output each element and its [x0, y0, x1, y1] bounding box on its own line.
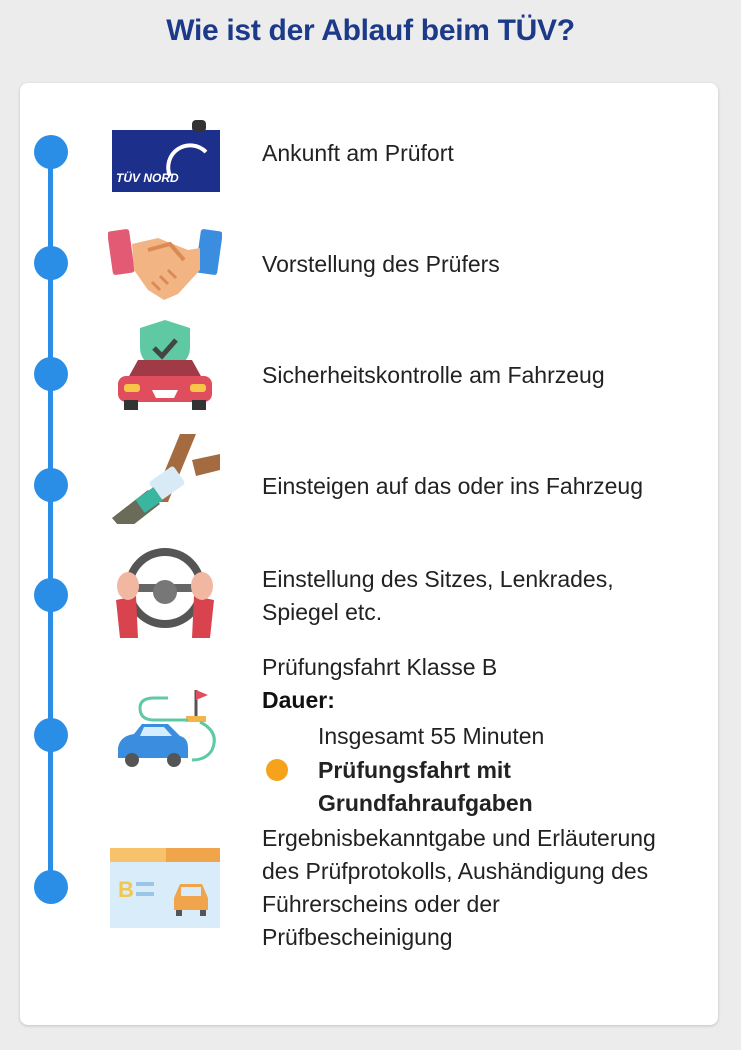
step-text-line: Prüfbescheinigung	[262, 924, 453, 950]
timeline-dot	[34, 870, 68, 904]
driving-route-icon	[108, 682, 222, 774]
seatbelt-icon	[108, 432, 222, 524]
step-text-line: Ergebnisbekanntgabe und Erläuterung	[262, 825, 656, 851]
step-text: Prüfungsfahrt Klasse B	[262, 654, 498, 680]
timeline-dot	[34, 718, 68, 752]
step-text: Einsteigen auf das oder ins Fahrzeug	[262, 473, 644, 499]
timeline-dot	[34, 578, 68, 612]
step-text-line: Spiegel etc.	[262, 599, 383, 625]
step-text-line: des Prüfprotokolls, Aushändigung des	[262, 858, 649, 884]
timeline-dot	[34, 468, 68, 502]
subitem-line: Grundfahraufgaben	[318, 790, 533, 816]
car-shield-icon	[108, 318, 222, 410]
step-text: Sicherheitskontrolle am Fahrzeug	[262, 362, 605, 388]
tuv-logo-text: TÜV NORD	[116, 170, 179, 185]
steering-wheel-icon	[108, 546, 222, 638]
subitem-line: Prüfungsfahrt mit	[318, 757, 511, 783]
total-duration: Insgesamt 55 Minuten	[318, 723, 545, 749]
step-text-multiline: Ergebnisbekanntgabe und Erläuterung des …	[262, 822, 656, 954]
timeline-line	[48, 150, 53, 890]
duration-label: Dauer:	[262, 687, 335, 713]
step-text: Ankunft am Prüfort	[262, 140, 454, 166]
step-text-multiline: Einstellung des Sitzes, Lenkrades, Spieg…	[262, 563, 614, 629]
duration-subitem: Prüfungsfahrt mit Grundfahraufgaben	[318, 754, 533, 820]
tuv-nord-building-icon: TÜV NORD	[108, 112, 222, 204]
card-letter: B	[118, 877, 134, 902]
timeline-dot	[34, 246, 68, 280]
step-text-line: Einstellung des Sitzes, Lenkrades,	[262, 566, 614, 592]
step-text: Vorstellung des Prüfers	[262, 251, 500, 277]
license-card-icon: B	[108, 842, 222, 934]
handshake-icon	[108, 220, 222, 312]
timeline-dot	[34, 357, 68, 391]
bullet-dot	[266, 759, 288, 781]
page-title: Wie ist der Ablauf beim TÜV?	[166, 14, 575, 47]
timeline-dot	[34, 135, 68, 169]
step-text-line: Führerscheins oder der	[262, 891, 500, 917]
